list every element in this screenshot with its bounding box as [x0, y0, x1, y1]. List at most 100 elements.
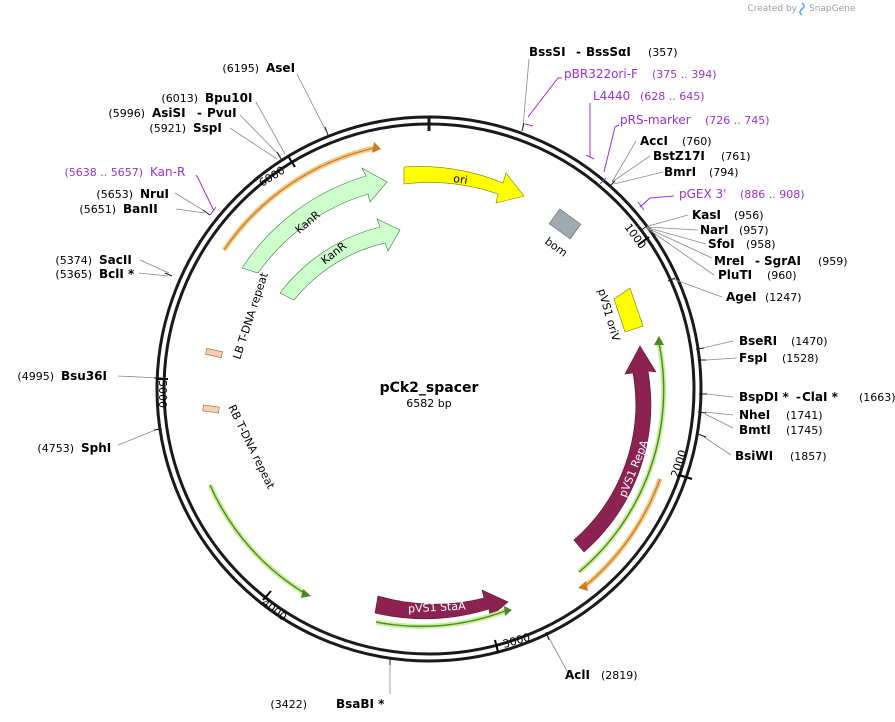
orf-green-left — [207, 483, 311, 598]
feature-pvs1-repa: pVS1 RepA — [573, 345, 657, 553]
enzyme-pos-sphi: (4753) — [37, 442, 74, 455]
enzyme-name-pvui: PvuI — [207, 106, 237, 120]
enzyme-name-pluti: PluTI — [718, 268, 752, 282]
plasmid-name: pCk2_spacer — [380, 380, 479, 396]
orf-green-right — [577, 336, 667, 574]
primer-range-pbr322ori-f: (375 .. 394) — [652, 68, 717, 81]
enzyme-name-bsabi: BsaBI * — [336, 697, 385, 711]
plasmid-backbone — [155, 115, 703, 663]
enzyme-pos-banii: (5651) — [79, 203, 116, 216]
enzyme-pos-nari: (957) — [739, 224, 769, 237]
enzyme-pos-bsu36i: (4995) — [17, 370, 54, 383]
primer-name-pbr322ori-f: pBR322ori-F — [564, 67, 638, 81]
orf-green-bottom — [375, 606, 512, 629]
enzyme-pos-srei: (959) — [818, 255, 848, 268]
enzyme-pos-bseri: (1470) — [791, 335, 828, 348]
feature-bom: bom — [542, 208, 582, 260]
feature-rb: RB T-DNA repeat — [202, 403, 278, 492]
enzyme-pos-fspi: (1528) — [782, 352, 819, 365]
enzyme-name-banii: BanII — [123, 202, 158, 216]
credit-brand: SnapGene — [809, 4, 856, 14]
enzyme-name-bpu10i: Bpu10I — [205, 91, 252, 105]
enzyme-name-bsssai: BssSαI — [586, 45, 631, 59]
enzyme-name-nhei: NheI — [739, 408, 770, 422]
tick-label-5000: 5000 — [156, 380, 169, 408]
primer-range-kan-r: (5638 .. 5657) — [64, 166, 143, 179]
enzyme-pos-bsssi: (357) — [648, 46, 678, 59]
enzyme-pos-bsabi: (3422) — [270, 698, 307, 711]
enzyme-leaders — [117, 58, 738, 694]
feature-label-pvs1-staa: pVS1 StaA — [408, 599, 467, 615]
enzyme-pos-kasi: (956) — [734, 209, 764, 222]
enzyme-pos-acli: (2819) — [601, 669, 638, 682]
enzyme-pos-sacii: (5374) — [55, 254, 92, 267]
primer-name-l4440: L4440 — [593, 89, 630, 103]
enzyme-name-bmti: BmtI — [739, 423, 771, 437]
enzyme-pos-nrui: (5653) — [96, 188, 133, 201]
enzyme-pos-asisi: (5996) — [108, 107, 145, 120]
enzyme-name-sfoi: SfoI — [708, 237, 735, 251]
enzyme-pos-pluti: (960) — [767, 269, 797, 282]
primer-name-pgex3: pGEX 3' — [679, 187, 726, 201]
feature-label-rb: RB T-DNA repeat — [225, 403, 277, 492]
enzyme-name-sphi: SphI — [81, 441, 111, 455]
snapgene-logo-icon — [799, 2, 805, 16]
enzyme-name-asei: AseI — [266, 61, 295, 75]
enzyme-pos-nhei: (1741) — [786, 409, 823, 422]
enzyme-pos-bstz17i: (761) — [721, 150, 751, 163]
enzyme-pos-bspdi: (1663) — [859, 391, 895, 404]
enzyme-name-acli: AclI — [565, 668, 590, 682]
feature-label-ori: ori — [452, 172, 468, 187]
enzyme-name-bsiwi: BsiWI — [735, 449, 773, 463]
enzyme-pos-bpu10i: (6013) — [161, 92, 198, 105]
enzyme-name-bspdi: BspDI * — [739, 390, 789, 404]
enzyme-pos-sspi: (5921) — [149, 122, 186, 135]
primer-range-l4440: (628 .. 645) — [640, 90, 705, 103]
svg-text:-: - — [197, 106, 202, 120]
enzyme-name-asisi: AsiSI — [152, 106, 186, 120]
enzyme-pos-sfoi: (958) — [746, 238, 776, 251]
feature-label-bom: bom — [542, 235, 569, 260]
enzyme-name-acci: AccI — [640, 134, 668, 148]
orf-orange-right — [578, 478, 663, 591]
enzyme-name-sacii: SacII — [99, 253, 132, 267]
enzyme-name-agei: AgeI — [726, 290, 756, 304]
feature-pvs1-staa: pVS1 StaA — [374, 589, 509, 620]
enzyme-name-kasi: KasI — [692, 208, 721, 222]
enzyme-name-srei: MreI — [714, 254, 744, 268]
enzyme-pos-bsiwi: (1857) — [790, 450, 827, 463]
enzyme-name-nari: NarI — [700, 223, 729, 237]
feature-pvs1-oriv: pVS1 oriV — [595, 287, 644, 343]
feature-label-lb: LB T-DNA repeat — [230, 270, 271, 361]
enzyme-name-fspi: FspI — [739, 351, 767, 365]
feature-ori: ori — [403, 166, 525, 204]
enzyme-pos-bmti: (1745) — [786, 424, 823, 437]
enzyme-name-bsssi: BssSI — [529, 45, 566, 59]
enzyme-name-nrui: NruI — [140, 187, 169, 201]
enzyme-name-bseri: BseRI — [739, 334, 777, 348]
plasmid-size: 6582 bp — [406, 397, 451, 410]
tick-5000: 5000 — [156, 378, 169, 408]
enzyme-pos-acci: (760) — [682, 135, 712, 148]
enzyme-pos-asei: (6195) — [222, 62, 259, 75]
svg-text:-: - — [755, 254, 760, 268]
enzyme-name-sspi: SspI — [193, 121, 222, 135]
cut-marks — [153, 122, 707, 665]
svg-text:-: - — [796, 390, 801, 404]
enzyme-pos-agei: (1247) — [765, 291, 802, 304]
enzyme-name-bcli: BclI * — [99, 267, 135, 281]
enzyme-name-bsu36i: Bsu36I — [61, 369, 107, 383]
primer-name-prs-marker: pRS-marker — [620, 113, 691, 127]
primer-leaders — [195, 77, 675, 216]
primer-range-prs-marker: (726 .. 745) — [705, 114, 770, 127]
enzyme-name-sgrai: SgrAI — [764, 254, 801, 268]
credit-created-by: Created by — [747, 4, 797, 14]
primer-name-kan-r: Kan-R — [150, 165, 185, 179]
enzyme-name-clai: ClaI * — [802, 390, 839, 404]
enzyme-name-bmri: BmrI — [664, 165, 696, 179]
orf-orange-upper — [221, 142, 381, 252]
svg-text:-: - — [576, 45, 581, 59]
enzyme-pos-bmri: (794) — [709, 166, 739, 179]
enzyme-pos-bcli: (5365) — [55, 268, 92, 281]
